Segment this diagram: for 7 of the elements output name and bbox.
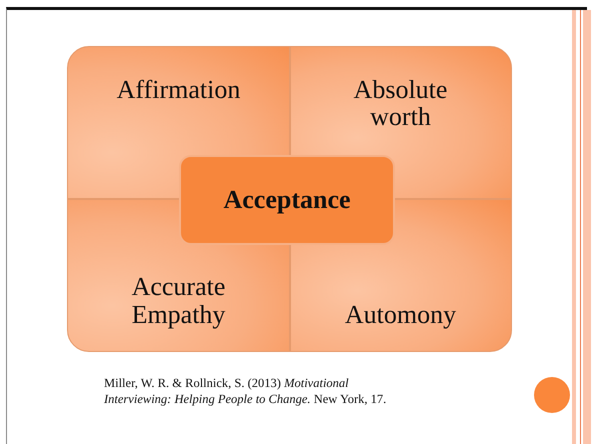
- quadrant-label: Automony: [344, 300, 456, 328]
- center-label: Acceptance: [223, 185, 351, 215]
- quadrant-label: Affirmation: [116, 76, 240, 104]
- citation: Miller, W. R. & Rollnick, S. (2013) Motivational Interviewing: Helping People to Change. New York, 17.: [104, 376, 388, 408]
- center-box: [179, 155, 395, 245]
- quadrant-label: Absolute worth: [352, 76, 448, 131]
- quadrant-label: Accurate Empathy: [130, 273, 226, 328]
